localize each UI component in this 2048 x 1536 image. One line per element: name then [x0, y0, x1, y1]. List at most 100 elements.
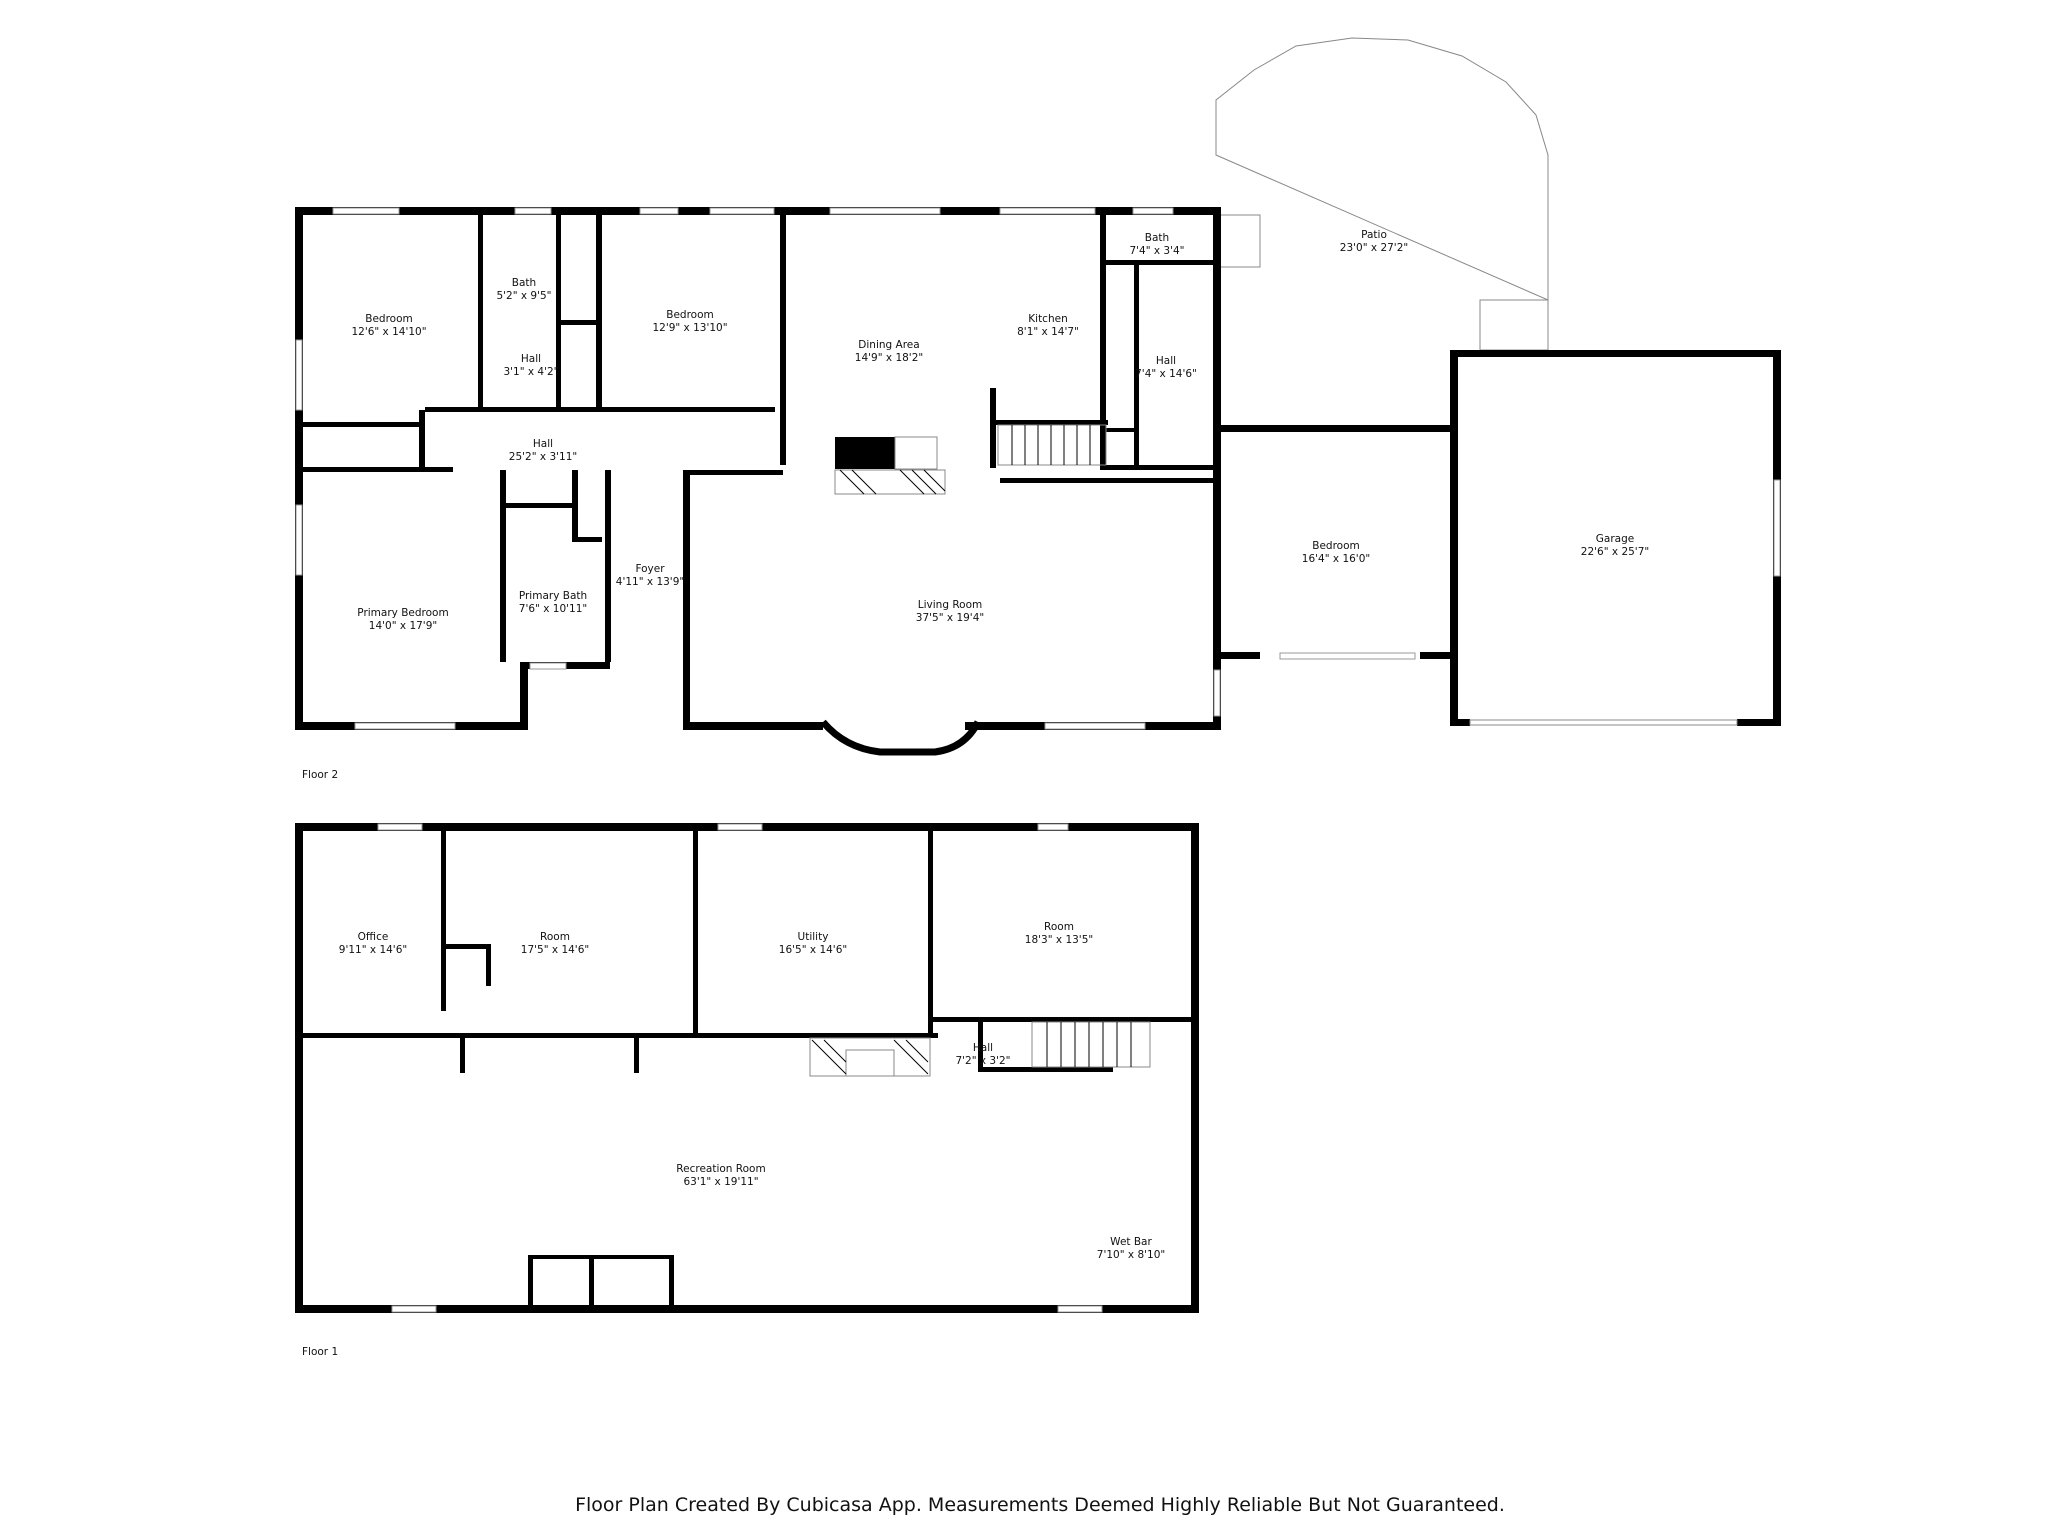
svg-text:18'3" x 13'5": 18'3" x 13'5" — [1025, 934, 1093, 946]
wall — [556, 207, 561, 407]
svg-text:12'9" x 13'10": 12'9" x 13'10" — [652, 322, 727, 334]
window — [1132, 207, 1174, 215]
svg-text:Bedroom: Bedroom — [1312, 540, 1360, 552]
svg-text:7'10" x 8'10": 7'10" x 8'10" — [1097, 1249, 1165, 1261]
wall — [303, 422, 419, 427]
room-label-bath-upper: Bath 5'2" x 9'5" — [496, 277, 551, 302]
svg-text:Primary Bedroom: Primary Bedroom — [357, 607, 448, 619]
svg-text:Bath: Bath — [512, 277, 536, 289]
svg-text:Hall: Hall — [973, 1042, 993, 1054]
wall — [683, 722, 823, 730]
room-label-living-room: Living Room 37'5" x 19'4" — [916, 599, 984, 624]
floor-2-plan — [295, 37, 1781, 756]
wall — [928, 831, 933, 1036]
window — [717, 823, 763, 831]
footer-disclaimer: Floor Plan Created By Cubicasa App. Meas… — [575, 1494, 1505, 1516]
svg-text:Utility: Utility — [798, 931, 829, 943]
wall — [478, 207, 483, 407]
window — [639, 207, 679, 215]
wall — [556, 320, 596, 325]
window — [999, 207, 1096, 215]
svg-text:Office: Office — [358, 931, 389, 943]
svg-text:Hall: Hall — [533, 438, 553, 450]
room-label-hall-lower: Hall 7'2" x 3'2" — [955, 1042, 1010, 1067]
wall — [683, 470, 783, 475]
room-label-kitchen: Kitchen 8'1" x 14'7" — [1017, 313, 1079, 338]
wall — [1450, 719, 1470, 726]
fireplace — [835, 437, 895, 469]
wall — [295, 823, 303, 1313]
svg-text:17'5" x 14'6": 17'5" x 14'6" — [521, 944, 589, 956]
room-label-room-a: Room 17'5" x 14'6" — [521, 931, 589, 956]
kitchen-stairs — [993, 420, 1108, 466]
room-label-bath-small: Bath 7'4" x 3'4" — [1129, 232, 1184, 257]
window — [829, 207, 941, 215]
room-label-hall-long: Hall 25'2" x 3'11" — [509, 438, 577, 463]
wall — [295, 207, 303, 730]
wall — [1106, 428, 1134, 432]
wall — [1220, 652, 1260, 659]
svg-text:37'5" x 19'4": 37'5" x 19'4" — [916, 612, 984, 624]
wall — [1000, 478, 1220, 483]
room-label-primary-bedroom: Primary Bedroom 14'0" x 17'9" — [357, 607, 448, 632]
window — [514, 207, 552, 215]
svg-text:7'4" x 14'6": 7'4" x 14'6" — [1135, 368, 1197, 380]
window — [295, 504, 303, 576]
bay-window — [820, 719, 982, 756]
svg-text:63'1" x 19'11": 63'1" x 19'11" — [683, 1176, 758, 1188]
svg-text:Bedroom: Bedroom — [666, 309, 714, 321]
wall — [634, 1036, 639, 1073]
room-label-patio: Patio 23'0" x 27'2" — [1340, 229, 1408, 254]
wall — [1100, 215, 1106, 465]
svg-text:7'6" x 10'11": 7'6" x 10'11" — [519, 603, 587, 615]
svg-text:12'6" x 14'10": 12'6" x 14'10" — [351, 326, 426, 338]
svg-text:22'6" x 25'7": 22'6" x 25'7" — [1581, 546, 1649, 558]
room-label-utility: Utility 16'5" x 14'6" — [779, 931, 847, 956]
svg-text:7'4" x 3'4": 7'4" x 3'4" — [1129, 245, 1184, 257]
svg-text:Hall: Hall — [1156, 355, 1176, 367]
room-label-hall-east: Hall 7'4" x 14'6" — [1135, 355, 1197, 380]
window — [354, 722, 456, 730]
window — [1057, 1305, 1103, 1313]
wall — [605, 470, 611, 662]
wall — [780, 215, 786, 465]
wall — [295, 1305, 1199, 1313]
svg-text:Patio: Patio — [1361, 229, 1387, 241]
wall — [1100, 465, 1220, 470]
wall — [596, 215, 602, 411]
wall — [419, 410, 425, 470]
window — [332, 207, 400, 215]
svg-text:16'5" x 14'6": 16'5" x 14'6" — [779, 944, 847, 956]
svg-text:14'0" x 17'9": 14'0" x 17'9" — [369, 620, 437, 632]
wall — [520, 662, 528, 730]
fireplace-hatch — [834, 469, 946, 495]
wall — [990, 388, 996, 468]
wall — [978, 1067, 1113, 1072]
svg-text:Wet Bar: Wet Bar — [1110, 1236, 1152, 1248]
patio-step — [1215, 214, 1261, 268]
room-label-foyer: Foyer 4'11" x 13'9" — [616, 563, 684, 588]
svg-text:25'2" x 3'11": 25'2" x 3'11" — [509, 451, 577, 463]
floor-label: Floor 1 — [302, 1346, 338, 1358]
svg-text:5'2" x 9'5": 5'2" x 9'5" — [496, 290, 551, 302]
window — [529, 662, 567, 670]
wall — [1134, 260, 1139, 465]
svg-text:9'11" x 14'6": 9'11" x 14'6" — [339, 944, 407, 956]
svg-text:14'9" x 18'2": 14'9" x 18'2" — [855, 352, 923, 364]
window — [1213, 669, 1221, 717]
room-label-hall-small: Hall 3'1" x 4'2" — [503, 353, 558, 378]
svg-text:Hall: Hall — [521, 353, 541, 365]
wall — [589, 1255, 594, 1309]
svg-text:Room: Room — [1044, 921, 1074, 933]
wall — [528, 1255, 674, 1259]
svg-text:Garage: Garage — [1596, 533, 1634, 545]
room-label-wet-bar: Wet Bar 7'10" x 8'10" — [1097, 1236, 1165, 1261]
wall — [500, 503, 575, 508]
wall — [441, 831, 446, 1011]
wall — [500, 470, 506, 662]
room-label-bedroom-e: Bedroom 16'4" x 16'0" — [1302, 540, 1370, 565]
svg-text:16'4" x 16'0": 16'4" x 16'0" — [1302, 553, 1370, 565]
window — [1773, 479, 1781, 577]
garage-door — [1469, 719, 1738, 726]
